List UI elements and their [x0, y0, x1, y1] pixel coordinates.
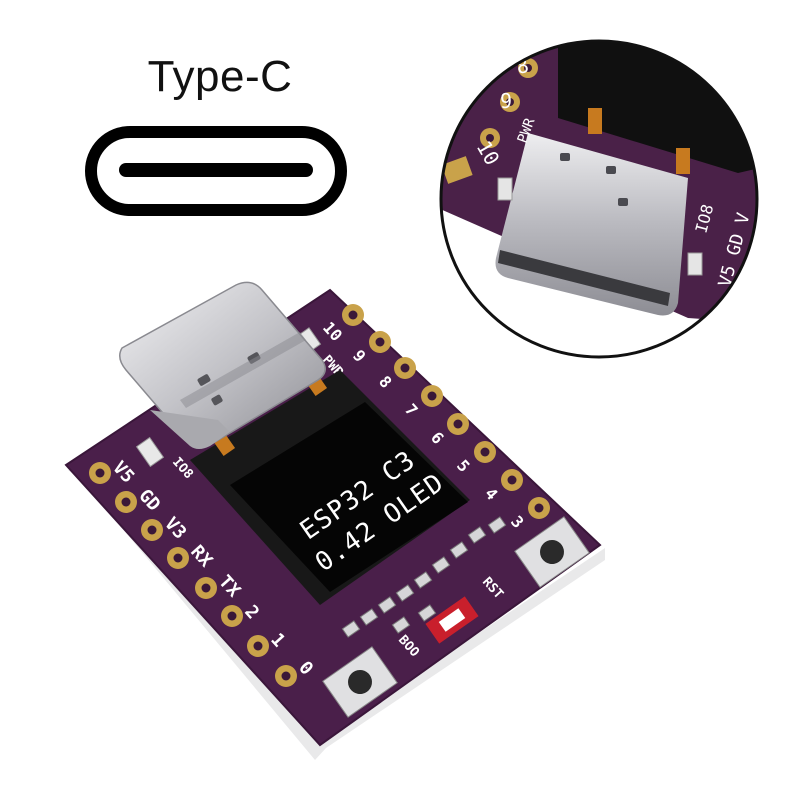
left-pin-pads [89, 462, 297, 687]
chip-antenna [425, 596, 479, 644]
io8-led [135, 436, 165, 468]
usb-c-connector [119, 281, 326, 449]
smd-components [341, 516, 507, 638]
boot-button[interactable] [322, 646, 398, 718]
oled-screen [230, 402, 468, 592]
usb-c-port-icon [85, 126, 347, 216]
zoom-pin-9-label: 9 [500, 89, 512, 113]
rst-button[interactable] [514, 516, 590, 588]
zoom-led [687, 252, 703, 276]
zoom-led [497, 177, 513, 201]
zoom-detail-circle: 8 9 10 PWR IO8 V5 GD V [439, 39, 759, 359]
zoom-pads [441, 58, 538, 184]
right-pin-pads [342, 304, 550, 519]
type-c-caption: Type-C [147, 52, 293, 101]
